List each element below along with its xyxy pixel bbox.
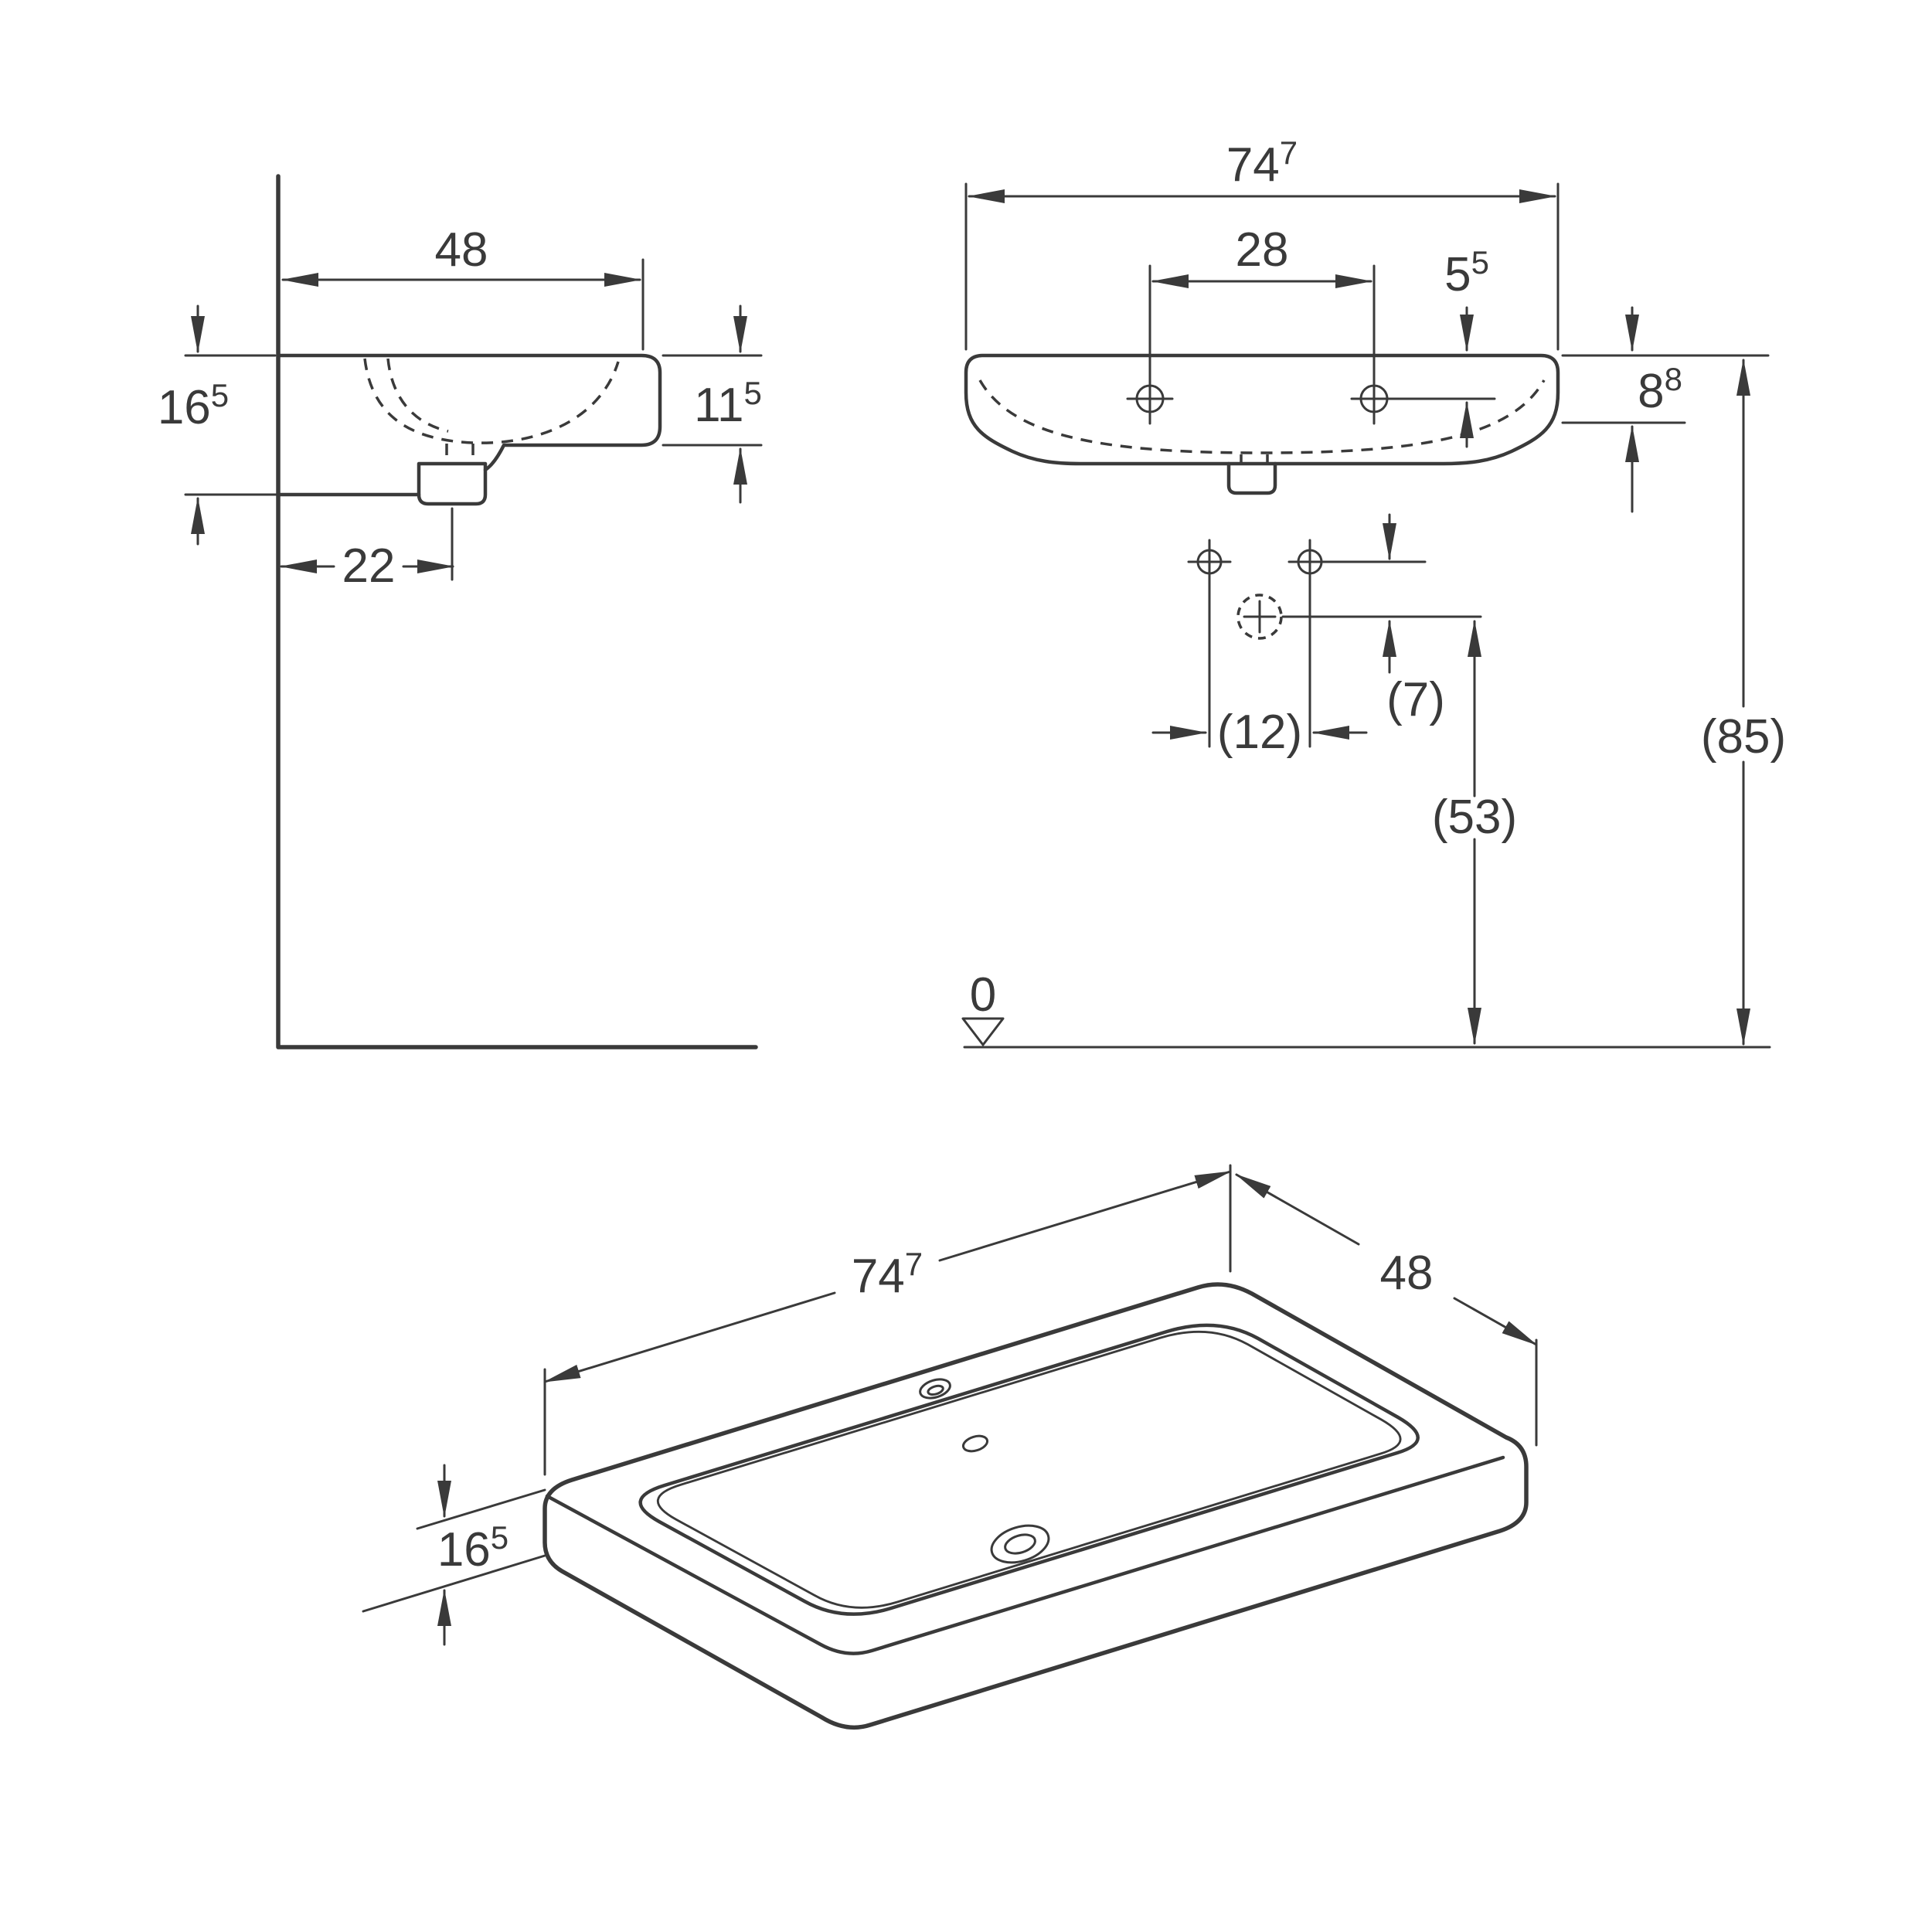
iso-tap-hole <box>919 1378 951 1400</box>
datum-triangle <box>961 1017 1005 1046</box>
dim-side-height-back: 165 <box>158 304 278 546</box>
dimension-line <box>1235 1173 1360 1246</box>
dimension-line <box>938 1170 1232 1262</box>
side-view: 48 165 115 22 <box>158 174 763 1049</box>
dim-overall-height: (85) <box>1701 359 1786 1046</box>
dim-tap-inset: 55 <box>1444 244 1489 448</box>
basin-iso-silhouette <box>543 1282 1529 1730</box>
supply-connections <box>1187 539 1482 640</box>
hidden-drain-lines <box>445 444 474 464</box>
dim-label-overall-height: (85) <box>1701 710 1786 764</box>
basin-front-outline <box>964 353 1560 466</box>
dim-label-rim-height: 88 <box>1638 361 1682 418</box>
basin-iso-top-edges <box>545 1455 1505 1655</box>
dim-label-side-width: 48 <box>435 223 488 277</box>
dim-rim-height: 88 <box>1561 306 1770 513</box>
hidden-drain-lines <box>1240 454 1269 462</box>
dim-iso-height: 165 <box>362 1464 546 1646</box>
dim-side-width: 48 <box>281 223 645 351</box>
dim-label-supply-spacing: (12) <box>1217 706 1302 759</box>
drain-cross-ticks <box>1243 600 1277 634</box>
bowl-rim-outline <box>638 1323 1420 1616</box>
extension-line <box>416 1488 546 1530</box>
dim-tap-spacing: 28 <box>1148 223 1376 425</box>
dim-drain-height: (53) <box>1432 620 1517 1045</box>
overflow-hole <box>961 1434 989 1453</box>
dim-iso-depth: 48 <box>1235 1173 1538 1447</box>
dim-front-width: 747 <box>964 134 1560 351</box>
extension-line <box>362 1554 546 1613</box>
dim-label-tap-inset: 55 <box>1444 244 1489 301</box>
hidden-bowl-inner-curve <box>386 358 449 433</box>
dim-supply-to-drain: (7) <box>1383 513 1445 726</box>
wall-floor-line <box>276 174 758 1049</box>
dim-iso-width: 747 <box>543 1164 1232 1476</box>
dim-side-trap-offset: 22 <box>280 507 454 593</box>
hidden-bowl-curve <box>978 379 1546 454</box>
bowl-inner-path <box>656 1330 1402 1609</box>
dim-label-side-height-back: 165 <box>158 377 229 434</box>
dimension-line <box>1453 1297 1538 1346</box>
dim-label-drain-height: (53) <box>1432 791 1517 844</box>
dim-label-iso-width: 747 <box>852 1246 923 1303</box>
tap-hole-outer <box>919 1378 951 1400</box>
drain-cross-circle <box>1236 594 1283 640</box>
dim-label-tap-spacing: 28 <box>1236 223 1289 277</box>
iso-drain-hole <box>990 1524 1050 1564</box>
dimension-line <box>543 1291 836 1383</box>
drain-inner <box>1004 1533 1036 1555</box>
dim-label-iso-height: 165 <box>437 1519 509 1577</box>
datum-zero-label: 0 <box>970 968 996 1022</box>
floor-datum: 0 <box>961 968 1771 1049</box>
drain-box-outline <box>1226 461 1277 495</box>
isometric-view: 747 48 165 <box>362 1164 1538 1730</box>
supply-cross-ticks <box>1187 539 1332 585</box>
front-view: 747 28 55 88 <box>961 134 1786 1049</box>
tap-hole-inner <box>927 1384 944 1396</box>
dim-side-height-front: 115 <box>662 304 763 504</box>
dim-label-supply-to-drain: (7) <box>1386 673 1445 726</box>
dim-label-side-trap-offset: 22 <box>342 539 396 593</box>
dim-supply-spacing: (12) <box>1151 581 1368 759</box>
dim-label-side-height-front: 115 <box>694 375 762 432</box>
bowl-inner-outline <box>656 1330 1402 1609</box>
drain-outer <box>990 1524 1050 1564</box>
dim-label-front-width: 747 <box>1226 134 1298 192</box>
dim-label-iso-depth: 48 <box>1380 1247 1434 1300</box>
trap-outline <box>417 461 488 506</box>
basin-side-outline <box>277 353 662 472</box>
